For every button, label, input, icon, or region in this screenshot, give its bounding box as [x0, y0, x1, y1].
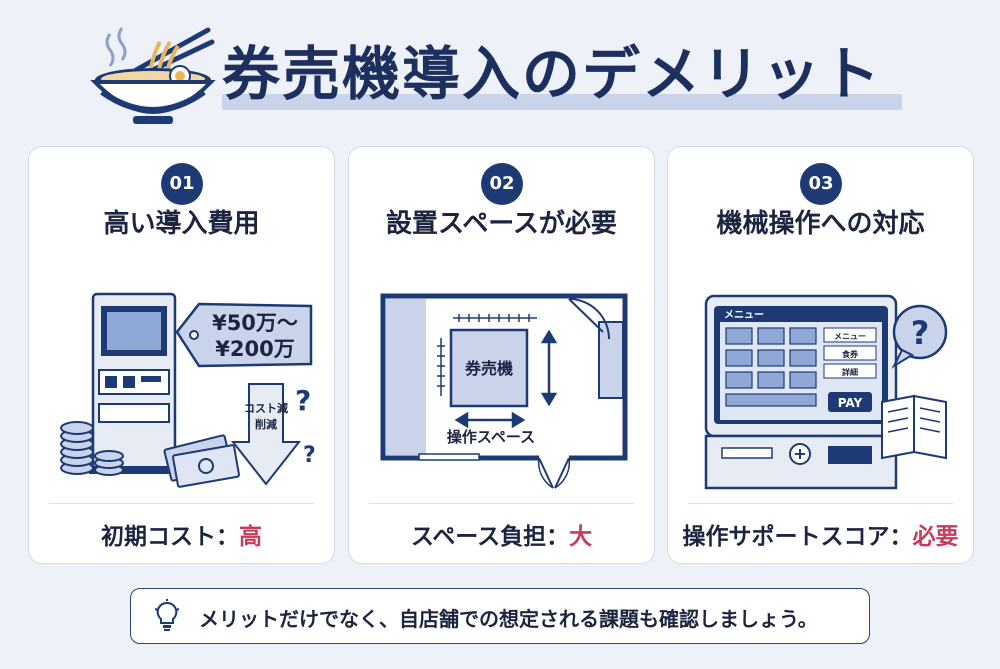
screen-title: メニュー [724, 309, 764, 321]
cost-down-arrow-icon: コスト減 削減 [230, 383, 302, 486]
card-title: 設置スペースが必要 [386, 209, 617, 239]
pay-button-label: PAY [838, 396, 863, 410]
card-divider [688, 503, 953, 504]
cost-illustration: ¥50万～ ¥200万 コスト減 削減 ? ? [60, 292, 316, 488]
price-tag-icon: ¥50万～ ¥200万 [175, 302, 313, 368]
card-footer: 操作サポートスコア：必要 [668, 517, 973, 551]
machine-label: 券売機 [464, 359, 513, 378]
dimension-arrows-icon [454, 329, 558, 429]
question-mark-icon: ? [303, 443, 316, 468]
screen-side-menu: メニュー 食券 詳細 PAY [823, 327, 877, 412]
coins-icon [60, 421, 124, 476]
manual-book-icon [881, 394, 947, 460]
footer-label: 操作サポートスコア： [682, 524, 913, 550]
card-initial-cost: 01 高い導入費用 ¥50万～ ¥200万 [28, 146, 335, 564]
arrow-label-line1: コスト減 [244, 401, 288, 415]
svg-text:?: ? [911, 314, 930, 352]
ticket-machine-icon [89, 292, 179, 474]
tip-text: メリットだけでなく、自店舗での想定される課題も確認しましょう。 [199, 607, 818, 631]
arrow-label-line2: 削減 [255, 417, 277, 431]
space-label: 操作スペース [447, 428, 535, 446]
touch-kiosk-illustration: メニュー メニュー 食券 詳細 PAY [704, 294, 948, 490]
menu-buttons-grid [725, 327, 817, 407]
card-footer: スペース負担：大 [349, 517, 654, 551]
card-number: 03 [800, 163, 842, 205]
footer-value: 高 [239, 524, 262, 550]
card-number: 02 [481, 163, 523, 205]
tip-banner: メリットだけでなく、自店舗での想定される課題も確認しましょう。 [130, 588, 870, 644]
lightbulb-icon [154, 599, 180, 631]
page-title: 券売機導入のデメリット [222, 40, 883, 108]
card-divider [369, 503, 634, 504]
banknotes-icon [163, 434, 240, 488]
card-operation: 03 機械操作への対応 メニュー メニュー 食券 詳細 PAY [667, 146, 974, 564]
ticket-machine-box: 券売機 [449, 328, 529, 408]
card-footer: 初期コスト：高 [29, 517, 334, 551]
door-icon [537, 454, 571, 489]
footer-label: 初期コスト： [101, 524, 239, 550]
footer-value: 大 [569, 524, 593, 550]
screen-side-item: 詳細 [842, 367, 858, 377]
card-number: 01 [161, 163, 203, 205]
question-mark-icon: ? [295, 384, 311, 417]
card-divider [49, 503, 314, 504]
card-space: 02 設置スペースが必要 券売機 [348, 146, 655, 564]
card-title: 高い導入費用 [103, 209, 260, 239]
price-tag-line1: ¥50万～ [212, 311, 298, 335]
floor-plan-illustration: 券売機 操作スペース [380, 293, 628, 489]
title-underline [222, 94, 902, 110]
screen-side-item: 食券 [842, 349, 859, 359]
footer-value: 必要 [912, 524, 959, 550]
footer-label: スペース負担： [410, 524, 570, 550]
card-title: 機械操作への対応 [716, 209, 925, 239]
ramen-bowl-icon [90, 27, 216, 124]
question-bubble-icon: ? [891, 304, 948, 369]
header: 券売機導入のデメリット [0, 0, 1000, 135]
title-wrap: 券売機導入のデメリット [222, 38, 902, 110]
screen-side-item: メニュー [834, 332, 866, 341]
price-tag-line2: ¥200万 [215, 337, 294, 361]
